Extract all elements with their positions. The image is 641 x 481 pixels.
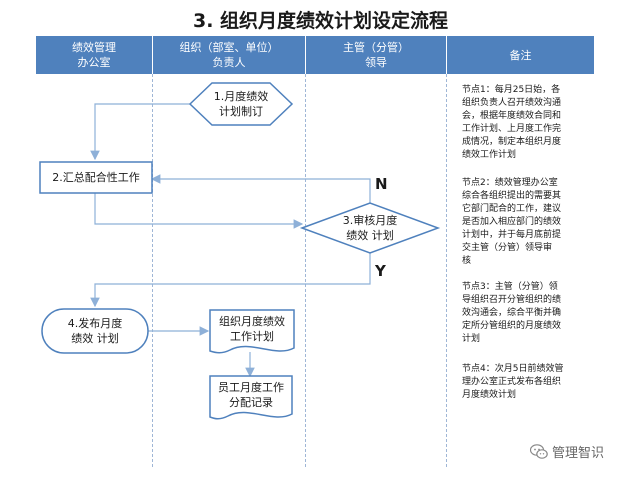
doc-2-shape <box>209 375 293 420</box>
doc-1-line1: 组织月度绩效 <box>219 315 285 328</box>
node-3-line1: 3.审核月度 <box>342 214 398 227</box>
note-3-line: 计划 <box>462 334 481 344</box>
header-col-office-line1: 绩效管理 <box>72 41 116 54</box>
note-4-line: 月度绩效计划 <box>462 390 517 400</box>
watermark-text: 管理智识 <box>552 446 605 461</box>
node-4-rounded <box>41 308 149 354</box>
doc-2-line1: 员工月度工作 <box>218 381 284 394</box>
note-node-1: 节点1：每月25日始，各 组织负责人召开绩效沟通 会，根据年度绩效合同和 工作计… <box>462 84 582 162</box>
note-node-4: 节点4：次月5日前绩效管 理办公室正式发布各组织 月度绩效计划 <box>462 363 582 402</box>
branch-no-label: N <box>375 175 388 193</box>
connector-n2-to-n3 <box>94 193 304 229</box>
note-1-line: 绩效工作计划 <box>462 150 517 160</box>
note-2-line: 它部门配合的工作，建议 <box>462 204 562 214</box>
connector-n3-no-back <box>150 174 371 203</box>
note-3-line: 效沟通会，综合平衡并确 <box>462 308 562 318</box>
node-3-line2: 绩效 计划 <box>346 229 394 242</box>
node-4-label: 4.发布月度 绩效 计划 <box>42 309 148 353</box>
note-1-line: 成情况，制定本组织月度 <box>462 137 562 147</box>
node-3-label: 3.审核月度 绩效 计划 <box>318 211 422 245</box>
node-2-label: 2.汇总配合性工作 <box>40 162 152 193</box>
note-2-line: 节点2：绩效管理办公室 <box>462 178 558 188</box>
note-2-line: 交主管（分管）领导审 <box>462 243 553 253</box>
note-1-line: 组织负责人召开绩效沟通 <box>462 98 562 108</box>
note-3-line: 节点3：主管（分管）领 <box>462 282 558 292</box>
node-4-line2: 绩效 计划 <box>71 332 119 345</box>
header-col-office: 绩效管理 办公室 <box>36 36 152 74</box>
header-col-remarks: 备注 <box>447 36 594 74</box>
header-col-org-head: 组织（部室、单位） 负责人 <box>153 36 305 74</box>
lane-divider-1 <box>152 74 153 467</box>
note-3-line: 导组织召开分管组织的绩 <box>462 295 562 305</box>
node-1-line2: 计划制订 <box>219 105 263 118</box>
node-1-line1: 1.月度绩效 <box>213 90 269 103</box>
header-col-leader-line2: 领导 <box>365 56 387 69</box>
wechat-icon <box>530 443 548 459</box>
node-3-diamond <box>299 202 441 254</box>
note-2-line: 核 <box>462 256 472 266</box>
doc-2-line2: 分配记录 <box>229 396 273 409</box>
note-1-line: 工作计划、上月度工作完 <box>462 124 562 134</box>
note-3-line: 定所分管组织的月度绩效 <box>462 321 562 331</box>
note-node-2: 节点2：绩效管理办公室 综合各组织提出的需要其 它部门配合的工作，建议 是否加入… <box>462 177 582 268</box>
doc-1-line2: 工作计划 <box>230 330 274 343</box>
connector-n3-yes-to-n4 <box>90 253 371 308</box>
node-2-rect <box>39 161 153 194</box>
note-1-line: 节点1：每月25日始，各 <box>462 85 561 95</box>
doc-1-shape <box>209 309 295 354</box>
node-4-line1: 4.发布月度 <box>67 317 123 330</box>
note-4-line: 节点4：次月5日前绩效管 <box>462 364 564 374</box>
header-col-office-line2: 办公室 <box>77 56 111 69</box>
note-4-line: 理办公室正式发布各组织 <box>462 377 562 387</box>
header-col-leader-line1: 主管（分管） <box>343 41 409 54</box>
note-2-line: 计划中，并于每月底前提 <box>462 230 562 240</box>
note-2-line: 综合各组织提出的需要其 <box>462 191 562 201</box>
lane-divider-2 <box>305 74 306 467</box>
note-node-3: 节点3：主管（分管）领 导组织召开分管组织的绩 效沟通会，综合平衡并确 定所分管… <box>462 281 582 346</box>
node-2-line1: 2.汇总配合性工作 <box>52 171 140 184</box>
node-1-hexagon <box>188 82 294 126</box>
note-2-line: 是否加入相应部门的绩效 <box>462 217 562 227</box>
lane-divider-3 <box>446 74 447 467</box>
header-col-leader: 主管（分管） 领导 <box>306 36 446 74</box>
header-col-org-head-line2: 负责人 <box>212 56 246 69</box>
node-1-label: 1.月度绩效 计划制订 <box>200 85 282 123</box>
connector-n1-to-n2 <box>90 103 190 161</box>
watermark: 管理智识 <box>530 442 604 461</box>
header-col-remarks-line1: 备注 <box>509 48 532 62</box>
branch-yes-label: Y <box>375 262 386 280</box>
header-col-org-head-line1: 组织（部室、单位） <box>179 41 279 54</box>
page-title: 3. 组织月度绩效计划设定流程 <box>192 10 449 32</box>
doc-1-label: 组织月度绩效 工作计划 <box>210 312 294 346</box>
note-1-line: 会，根据年度绩效合同和 <box>462 111 562 121</box>
doc-2-label: 员工月度工作 分配记录 <box>210 378 292 412</box>
